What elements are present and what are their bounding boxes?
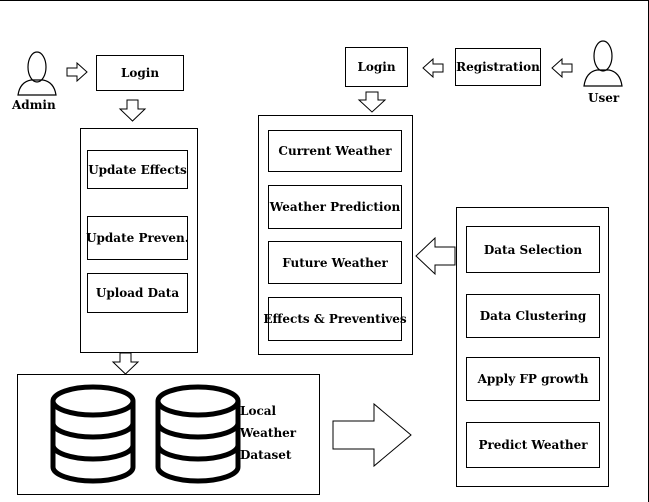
user-actor-icon <box>583 40 623 87</box>
algorithm-to-results-arrow <box>415 236 456 276</box>
apply-fp-growth-box: Apply FP growth <box>466 357 600 401</box>
user-to-registration-arrow <box>551 57 573 79</box>
to-dataset-down-arrow <box>111 352 140 375</box>
weather-prediction-box: Weather Prediction <box>268 185 402 229</box>
dataset-label-line2: Weather <box>240 426 297 440</box>
algorithm-panel-frame <box>456 207 609 487</box>
dataset-frame <box>17 374 320 495</box>
user-login-box: Login <box>345 47 408 87</box>
user-label: User <box>588 91 620 105</box>
effects-preventives-box: Effects & Preventives <box>263 297 407 341</box>
update-effects-box: Update Effects <box>87 150 188 189</box>
database-icon <box>50 384 136 484</box>
future-weather-box: Future Weather <box>268 241 402 284</box>
dataset-label-line3: Dataset <box>240 448 292 462</box>
admin-login-box: Login <box>96 55 184 91</box>
update-preven-box: Update Preven. <box>86 216 189 260</box>
current-weather-box: Current Weather <box>268 130 402 172</box>
registration-to-login-arrow <box>422 57 444 79</box>
predict-weather-box: Predict Weather <box>466 422 600 468</box>
admin-label: Admin <box>12 98 56 112</box>
registration-box: Registration <box>455 48 541 86</box>
user-login-down-arrow <box>357 91 387 113</box>
admin-to-login-arrow <box>66 61 88 83</box>
login-down-arrow <box>118 99 147 122</box>
user-results-frame <box>258 115 413 355</box>
data-clustering-box: Data Clustering <box>466 294 600 338</box>
dataset-to-algorithm-arrow <box>332 402 412 468</box>
upload-data-box: Upload Data <box>87 273 188 313</box>
dataset-label-line1: Local <box>240 404 277 418</box>
admin-panel-frame <box>80 128 198 353</box>
database-icon <box>155 384 241 484</box>
admin-actor-icon <box>17 51 57 96</box>
data-selection-box: Data Selection <box>466 226 600 273</box>
